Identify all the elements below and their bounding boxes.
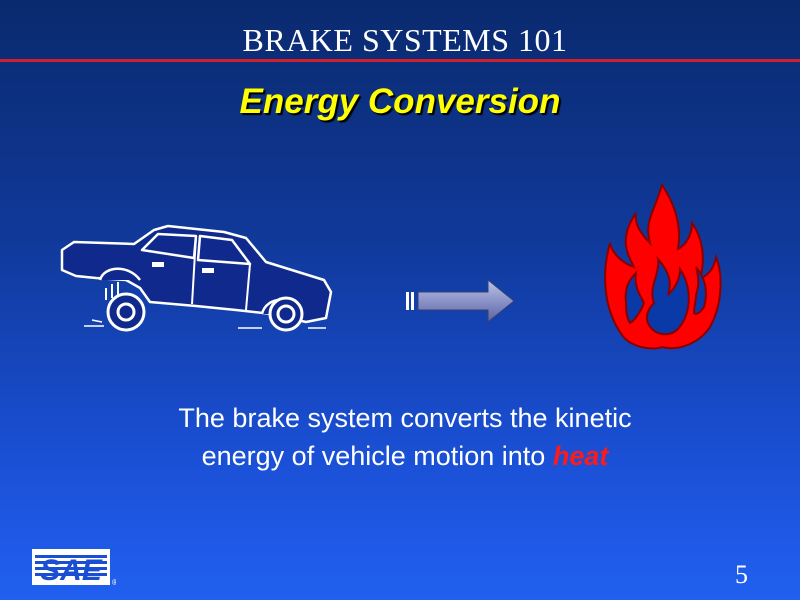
title-rule (0, 59, 800, 62)
flame-icon (604, 183, 722, 350)
body-line-2: energy of vehicle motion into heat (100, 437, 710, 475)
page-number: 5 (735, 560, 748, 589)
registered-mark: ® (112, 578, 116, 587)
heat-highlight: heat (552, 441, 609, 471)
arrow-right-icon (406, 278, 515, 324)
slide-title: BRAKE SYSTEMS 101 (242, 22, 568, 58)
sae-logo: SAE ® (32, 549, 116, 587)
body-text: The brake system converts the kinetic en… (100, 399, 710, 475)
sae-logo-text: SAE (40, 554, 103, 587)
body-line-2-prefix: energy of vehicle motion into (201, 441, 553, 471)
body-line-1: The brake system converts the kinetic (178, 403, 632, 433)
car-illustration (60, 224, 333, 332)
slide-subtitle: Energy Conversion (239, 82, 561, 121)
